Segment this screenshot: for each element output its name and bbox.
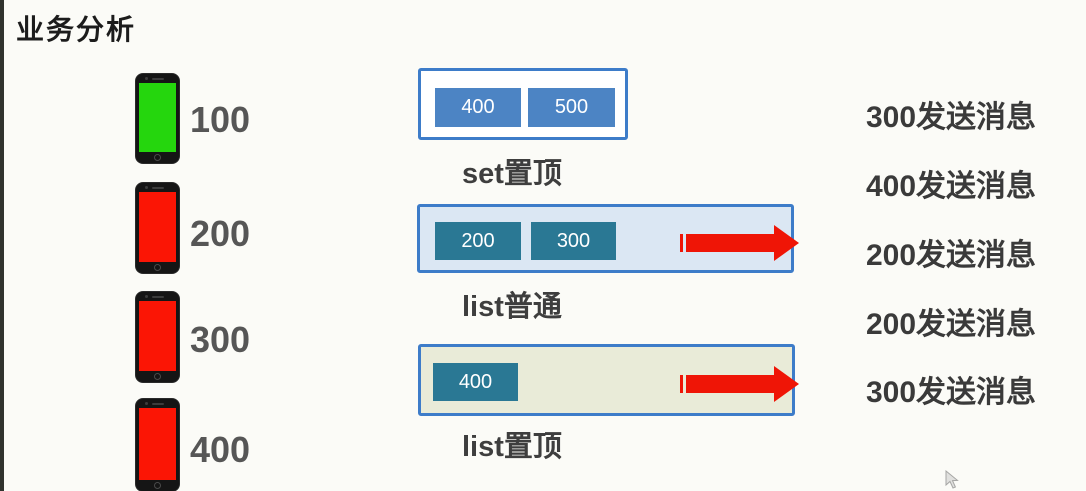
phone-label-400: 400 <box>190 429 251 470</box>
phone-screen <box>139 83 176 152</box>
set-item-500: 500 <box>528 88 615 127</box>
phone-screen <box>139 192 176 262</box>
phone-speaker <box>151 296 164 298</box>
arrow-body <box>691 375 774 393</box>
phone-icon-200 <box>136 183 179 273</box>
message-line: 200发送消息 <box>866 239 1037 272</box>
list-normal-container: 200 300 <box>417 204 799 273</box>
set-top-label: set置顶 <box>462 158 562 190</box>
phone-home-button <box>153 482 161 489</box>
mouse-cursor-icon <box>945 470 959 489</box>
phone-camera-dot <box>145 402 148 405</box>
set-item-400: 400 <box>435 88 521 127</box>
right-arrow-icon <box>680 366 799 402</box>
phone-home-button <box>153 154 161 161</box>
phone-speaker <box>151 78 164 80</box>
list-top-label: list置顶 <box>462 431 562 463</box>
phone-icon-400 <box>136 399 179 491</box>
arrow-stripe <box>686 375 691 393</box>
list-normal-label: list普通 <box>462 291 562 323</box>
phone-label-100: 100 <box>190 99 251 140</box>
arrow-head <box>774 366 799 402</box>
phone-camera-dot <box>145 186 148 189</box>
phone-icon-100 <box>136 74 179 163</box>
page-title: 业务分析 <box>16 14 137 45</box>
phone-camera-dot <box>145 77 148 80</box>
list-top-container: 400 <box>418 344 799 416</box>
phone-screen <box>139 301 176 371</box>
phone-speaker <box>151 403 164 405</box>
arrow-stripe <box>680 234 683 252</box>
message-line: 400发送消息 <box>866 170 1037 203</box>
arrow-stripe <box>680 375 683 393</box>
set-top-container: 400 500 <box>418 68 628 140</box>
arrow-stripe <box>686 234 691 252</box>
message-line: 300发送消息 <box>866 101 1037 134</box>
list-top-item-400: 400 <box>433 363 518 401</box>
phone-screen <box>139 408 176 480</box>
phone-speaker <box>151 187 164 189</box>
arrow-head <box>774 225 799 261</box>
phone-label-200: 200 <box>190 213 251 254</box>
list-normal-item-300: 300 <box>531 222 616 260</box>
screen-edge-strip <box>0 0 4 491</box>
right-arrow-icon <box>680 225 799 261</box>
message-line: 300发送消息 <box>866 376 1037 409</box>
message-line: 200发送消息 <box>866 308 1037 341</box>
list-normal-item-200: 200 <box>435 222 521 260</box>
phone-label-300: 300 <box>190 319 251 360</box>
arrow-body <box>691 234 774 252</box>
phone-home-button <box>153 373 161 380</box>
phone-camera-dot <box>145 295 148 298</box>
phone-home-button <box>153 264 161 271</box>
phone-icon-300 <box>136 292 179 382</box>
